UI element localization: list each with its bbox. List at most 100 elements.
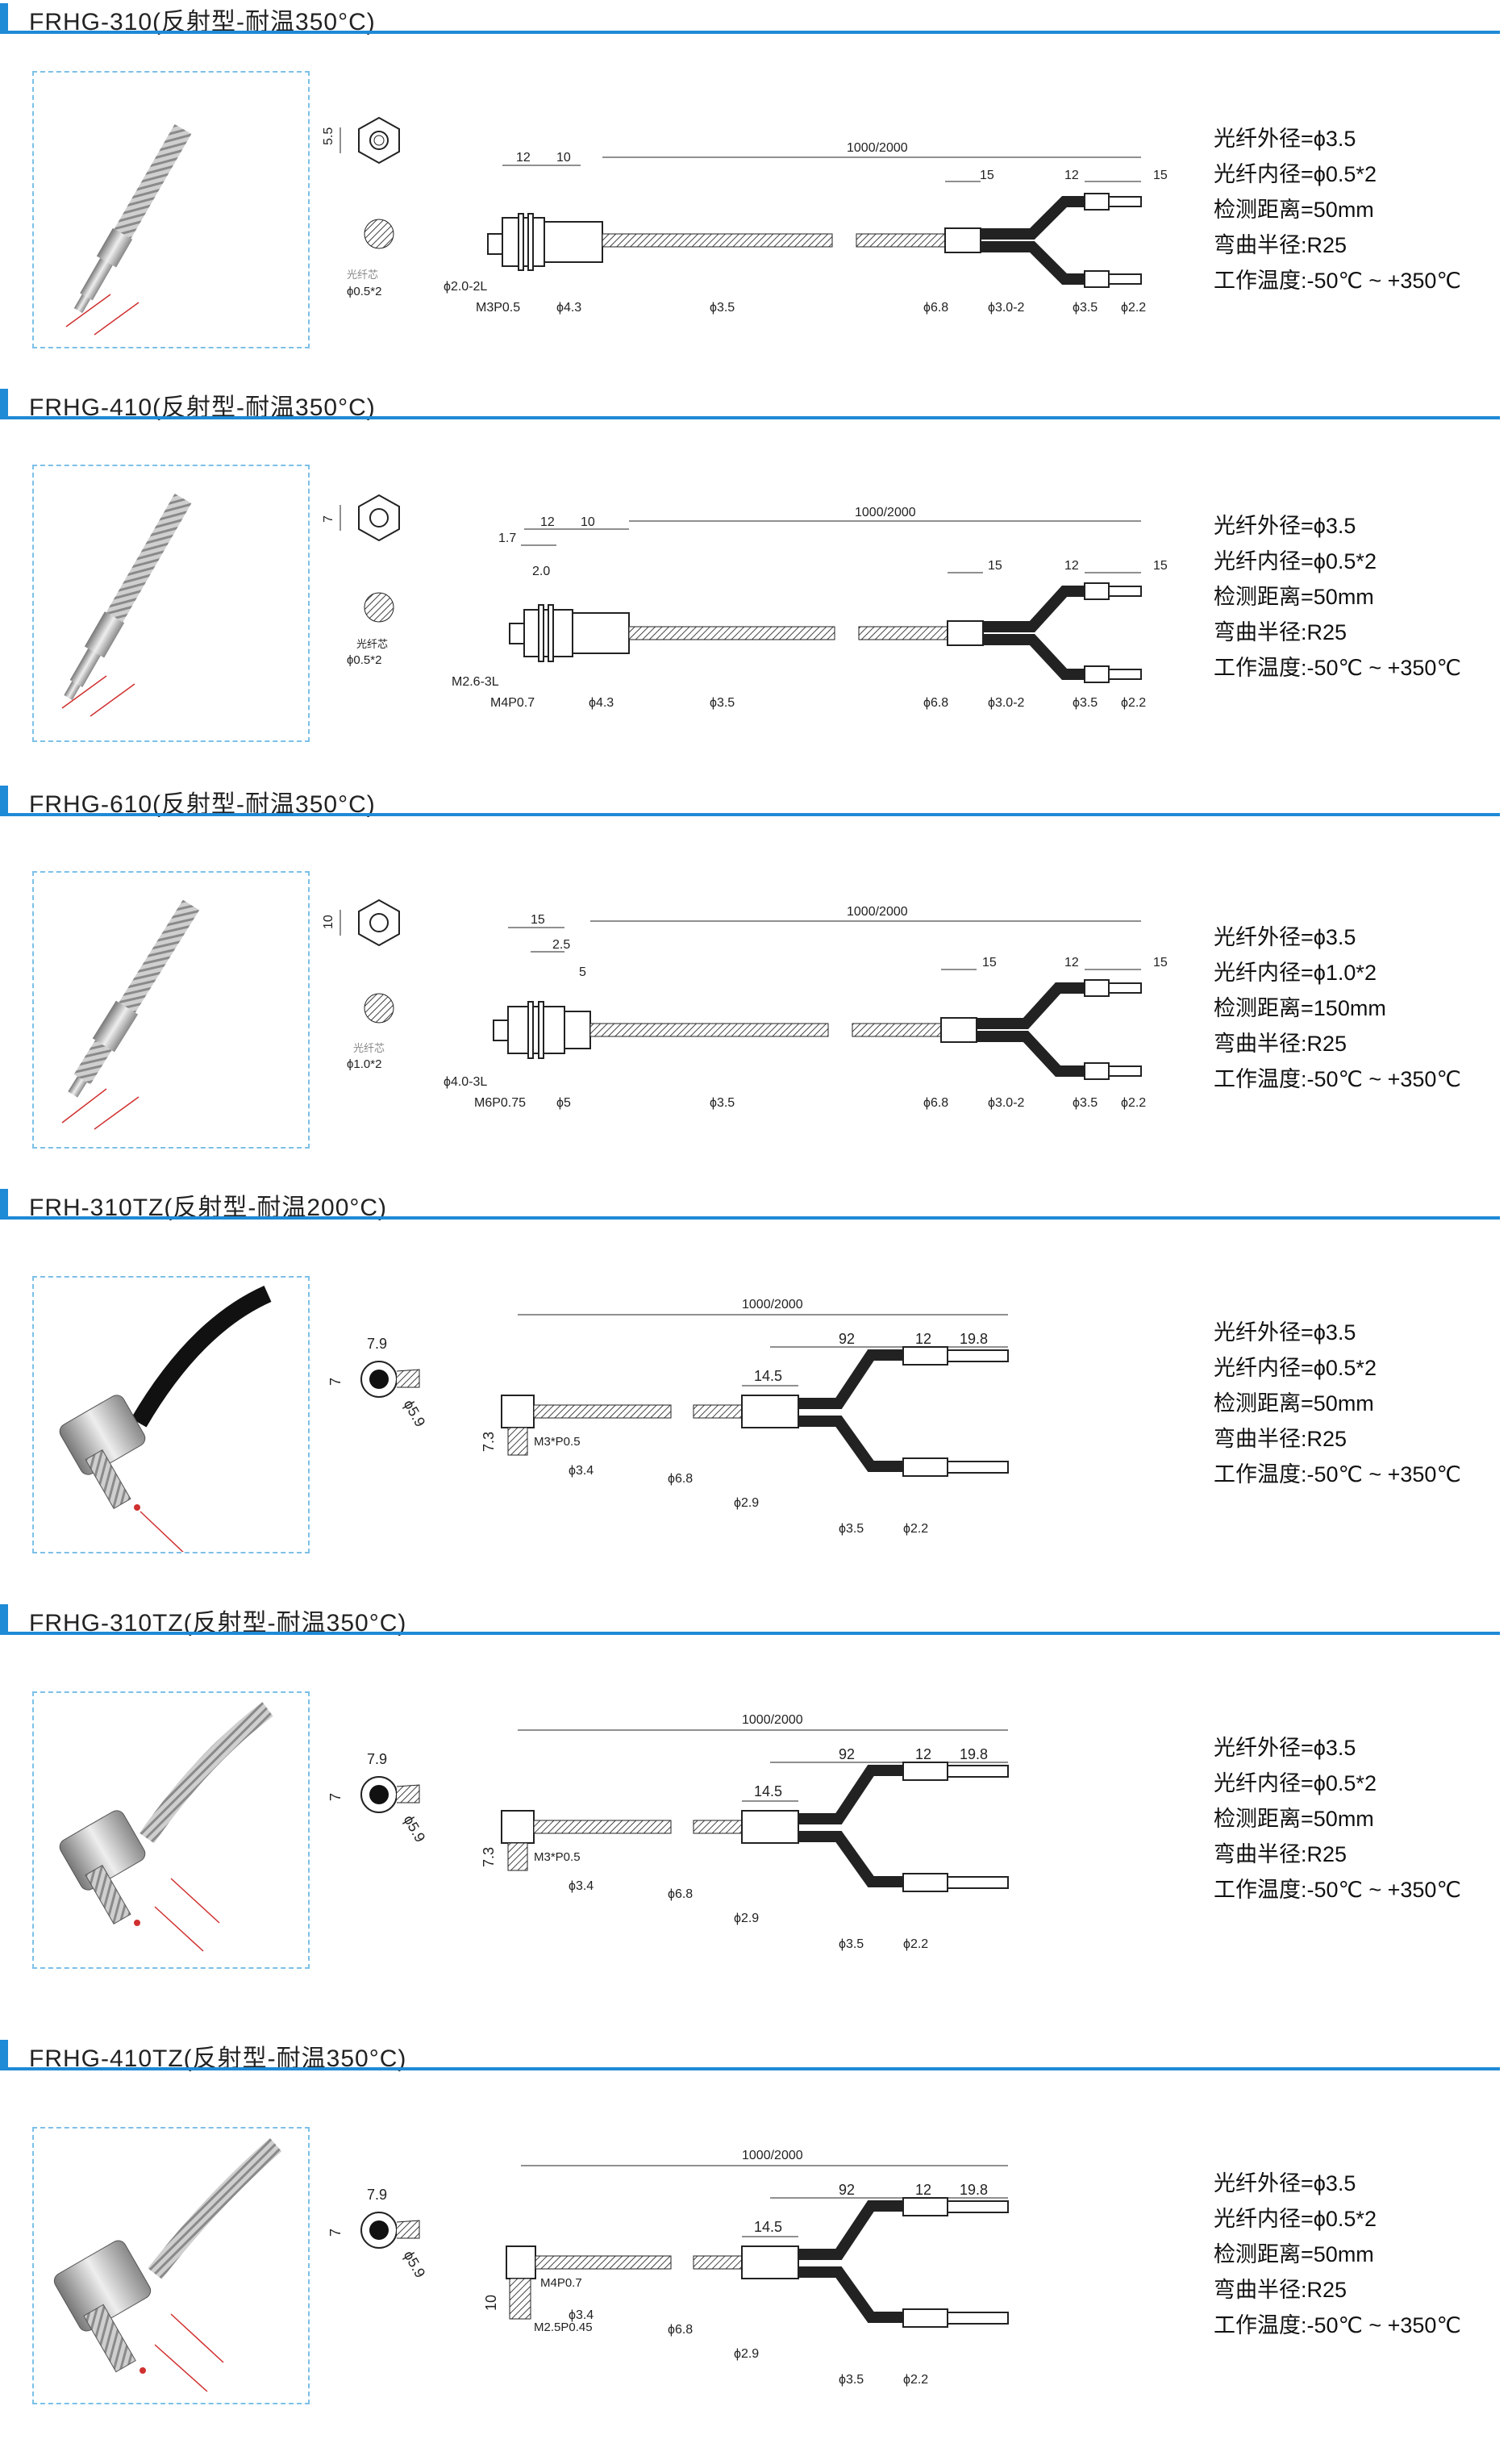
dim-14-5: 14.5 [754,1368,782,1384]
spec-bend-radius: 弯曲半径:R25 [1214,1032,1347,1056]
dim-w: 7.9 [367,1336,387,1352]
hex-dim-label: 5.5 [323,127,335,145]
part-label-2: M4P0.7 [490,696,535,710]
part-label-7: ϕ3.5 [1073,1096,1098,1110]
dim-r: ϕ5.9 [401,1397,429,1429]
spec-bend-radius: 弯曲半径:R25 [1214,2278,1347,2302]
part-label-2: ϕ6.8 [668,2323,693,2337]
spec-list: 光纤外径=ϕ3.5 光纤内径=ϕ0.5*2 检测距离=50mm 弯曲半径:R25… [1214,1730,1504,1908]
dimension-drawing-svg: 7.9 7 ϕ5.9 10 M4P0.7 M2.5P0.45 1000/2000… [327,2149,1009,2387]
elbow-probe-illustration [59,1702,273,1952]
part-label-4: ϕ3.5 [839,1937,864,1951]
part-label-2: ϕ6.8 [668,1887,693,1901]
spec-bend-radius: 弯曲半径:R25 [1214,233,1347,257]
dim-15b: 15 [1153,559,1168,573]
title-underline [0,31,1500,34]
product-section-frhg-310tz: FRHG-310TZ(反射型-耐温350°C) 7.9 7 ϕ5.9 7.3 M… [0,1601,1512,2020]
spec-temperature: 工作温度:-50℃ ~ +350℃ [1214,2313,1461,2337]
elbow-probe-illustration [59,1285,272,1557]
fiber-core-icon [364,993,394,1024]
product-section-frhg-610: FRHG-610(反射型-耐温350°C) 10 光纤芯 ϕ1.0*2 [0,782,1512,1186]
product-section-frh-310tz: FRH-310TZ(反射型-耐温200°C) 7.9 7 ϕ5.9 7.3 M3… [0,1186,1512,1597]
spec-detect-distance: 检测距离=50mm [1214,585,1374,609]
spec-list: 光纤外径=ϕ3.5 光纤内径=ϕ0.5*2 检测距离=50mm 弯曲半径:R25… [1214,1315,1504,1492]
spec-inner-diameter: 光纤内径=ϕ0.5*2 [1214,2207,1377,2231]
part-label-1: ϕ3.4 [569,2308,594,2322]
title-underline [0,416,1500,419]
dim-total-length: 1000/2000 [847,141,908,155]
dim-total-length: 1000/2000 [855,506,916,519]
spec-outer-diameter: 光纤外径=ϕ3.5 [1214,925,1356,949]
part-label-3: ϕ2.9 [734,1496,759,1510]
part-label-6: ϕ3.0-2 [988,696,1025,710]
dimension-drawing-svg: 7.9 7 ϕ5.9 7.3 M3*P0.5 1000/2000 92 12 1… [327,1298,1009,1536]
title-underline [0,1216,1500,1220]
dim-total-length: 1000/2000 [742,1713,803,1727]
spec-temperature: 工作温度:-50℃ ~ +350℃ [1214,1878,1461,1902]
dim-15b: 15 [1153,956,1168,969]
section-title-bar: FRHG-410(反射型-耐温350°C) [0,386,1500,421]
dimension-drawing: 7.9 7 ϕ5.9 7.3 M3*P0.5 1000/2000 92 12 1… [323,1682,1193,1980]
fiber-core-label: 光纤芯 [356,638,388,650]
part-label-7: ϕ3.5 [1073,696,1098,710]
part-label-1: ϕ3.4 [569,1879,594,1893]
title-underline [0,813,1500,816]
part-label-1: ϕ2.0-2L [444,280,487,294]
section-title-bar: FRH-310TZ(反射型-耐温200°C) [0,1186,1500,1221]
thread-label: M4P0.7 [540,2276,582,2290]
product-photo [32,2127,310,2404]
dimension-drawing-svg: 5.5 光纤芯 ϕ0.5*2 12 10 10 [322,116,1168,315]
dim-92: 92 [839,1746,855,1762]
spec-outer-diameter: 光纤外径=ϕ3.5 [1214,2171,1356,2195]
dim-14-5: 14.5 [754,2219,782,2235]
dim-19-8: 19.8 [960,1331,988,1347]
title-underline [0,1632,1500,1635]
spec-inner-diameter: 光纤内径=ϕ1.0*2 [1214,961,1377,985]
spec-temperature: 工作温度:-50℃ ~ +350℃ [1214,1067,1461,1091]
dimension-drawing-svg: 10 光纤芯 ϕ1.0*2 15 2.5 5 1000/2000 [322,899,1168,1110]
dim-15a: 15 [980,169,994,182]
spec-inner-diameter: 光纤内径=ϕ0.5*2 [1214,162,1377,186]
dim-h: 7 [327,2229,344,2237]
part-label-5: ϕ6.8 [923,301,948,315]
part-label-5: ϕ6.8 [923,696,948,710]
dim-12b: 12 [1064,956,1079,969]
spec-detect-distance: 检测距离=50mm [1214,198,1374,222]
part-label-8: ϕ2.2 [1121,696,1146,710]
dim-w: 7.9 [367,1751,387,1767]
part-label-7: ϕ3.5 [1073,301,1098,315]
dim-15: 15 [531,913,545,927]
hex-nut-icon [358,494,400,542]
dim-total-length: 1000/2000 [847,905,908,919]
dim-2-0: 2.0 [532,565,550,578]
thread-label-2: M2.5P0.45 [534,2320,593,2334]
dim-15a: 15 [988,559,1002,573]
spec-list: 光纤外径=ϕ3.5 光纤内径=ϕ0.5*2 检测距离=50mm 弯曲半径:R25… [1214,121,1504,298]
hex-nut-icon [358,116,400,165]
spec-bend-radius: 弯曲半径:R25 [1214,1427,1347,1451]
dim-12: 12 [915,2182,931,2198]
elbow-probe-illustration [53,2137,282,2392]
section-title-bar: FRHG-310TZ(反射型-耐温350°C) [0,1601,1500,1637]
dimension-drawing: 10 光纤芯 ϕ1.0*2 15 2.5 5 1000/2000 [322,863,1193,1137]
core-dia-label: ϕ0.5*2 [347,285,381,298]
dim-1-7: 1.7 [498,532,516,545]
title-accent [0,2040,8,2067]
hex-dim-label: 7 [323,515,335,523]
part-label-5: ϕ6.8 [923,1096,948,1110]
section-title-bar: FRHG-310(反射型-耐温350°C) [0,0,1500,35]
spec-detect-distance: 检测距离=150mm [1214,996,1386,1020]
thread-label: M3*P0.5 [534,1435,581,1449]
dimension-drawing: 5.5 光纤芯 ϕ0.5*2 12 10 10 [322,89,1193,323]
dim-2-5: 2.5 [552,938,570,952]
section-title-bar: FRHG-610(反射型-耐温350°C) [0,782,1500,818]
part-label-5: ϕ2.2 [903,2373,928,2387]
fiber-core-icon [364,592,394,623]
core-dia-label: ϕ1.0*2 [347,1057,381,1071]
part-label-6: ϕ3.0-2 [988,301,1025,315]
part-label-4: ϕ3.5 [710,301,735,315]
product-section-frhg-310: FRHG-310(反射型-耐温350°C) [0,0,1512,379]
hex-nut-icon [358,899,400,947]
spec-outer-diameter: 光纤外径=ϕ3.5 [1214,1736,1356,1760]
dimension-drawing-svg: 7.9 7 ϕ5.9 7.3 M3*P0.5 1000/2000 92 12 1… [327,1713,1009,1951]
